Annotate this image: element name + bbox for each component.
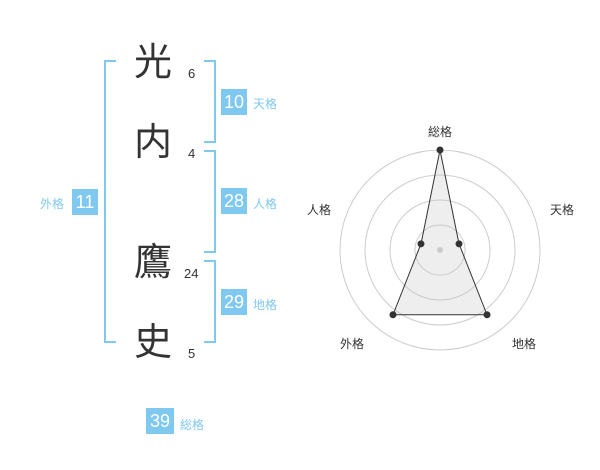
- stroke-count-4: 5: [188, 346, 196, 361]
- gaikaku-bracket: [104, 60, 116, 343]
- radar-point-5: [417, 240, 425, 248]
- stroke-count-1: 6: [188, 66, 196, 81]
- radar-axis-label-chikaku: 地格: [512, 337, 537, 351]
- jinkaku-bracket: [204, 150, 216, 253]
- radar-ring: [389, 199, 491, 301]
- radar-axis-label-jinkaku: 人格: [307, 203, 332, 217]
- stroke-count-2: 4: [188, 146, 196, 161]
- name-char-3: 鷹: [133, 240, 172, 284]
- radar-ring: [414, 224, 466, 276]
- jinkaku-score: 28: [221, 188, 247, 214]
- radar-axis-label-gaikaku: 外格: [340, 337, 365, 351]
- radar-axis-label-tenkaku: 天格: [550, 203, 575, 217]
- radar-ring: [364, 174, 516, 326]
- stroke-count-3: 24: [184, 266, 199, 281]
- soukaku-score: 39: [146, 408, 174, 434]
- name-char-4: 史: [133, 320, 172, 364]
- chikaku-bracket: [204, 260, 216, 343]
- name-char-2: 内: [133, 120, 172, 164]
- radar-point-2: [455, 240, 463, 248]
- soukaku-label: 総格: [180, 418, 205, 432]
- gaikaku-label: 外格: [40, 197, 65, 211]
- radar-polygon: [392, 149, 488, 316]
- jinkaku-label: 人格: [253, 197, 278, 211]
- tenkaku-score: 10: [221, 89, 247, 115]
- radar-point-1: [436, 146, 444, 154]
- radar-point-3: [483, 311, 491, 319]
- radar-axis-label-soukaku: 総格: [428, 125, 453, 139]
- radar-center: [437, 247, 443, 253]
- chikaku-label: 地格: [253, 298, 278, 312]
- name-char-1: 光: [133, 40, 172, 84]
- tenkaku-bracket: [204, 60, 216, 143]
- tenkaku-label: 天格: [253, 97, 278, 111]
- chikaku-score: 29: [221, 289, 247, 315]
- radar-point-4: [389, 311, 397, 319]
- gaikaku-score: 11: [72, 189, 98, 215]
